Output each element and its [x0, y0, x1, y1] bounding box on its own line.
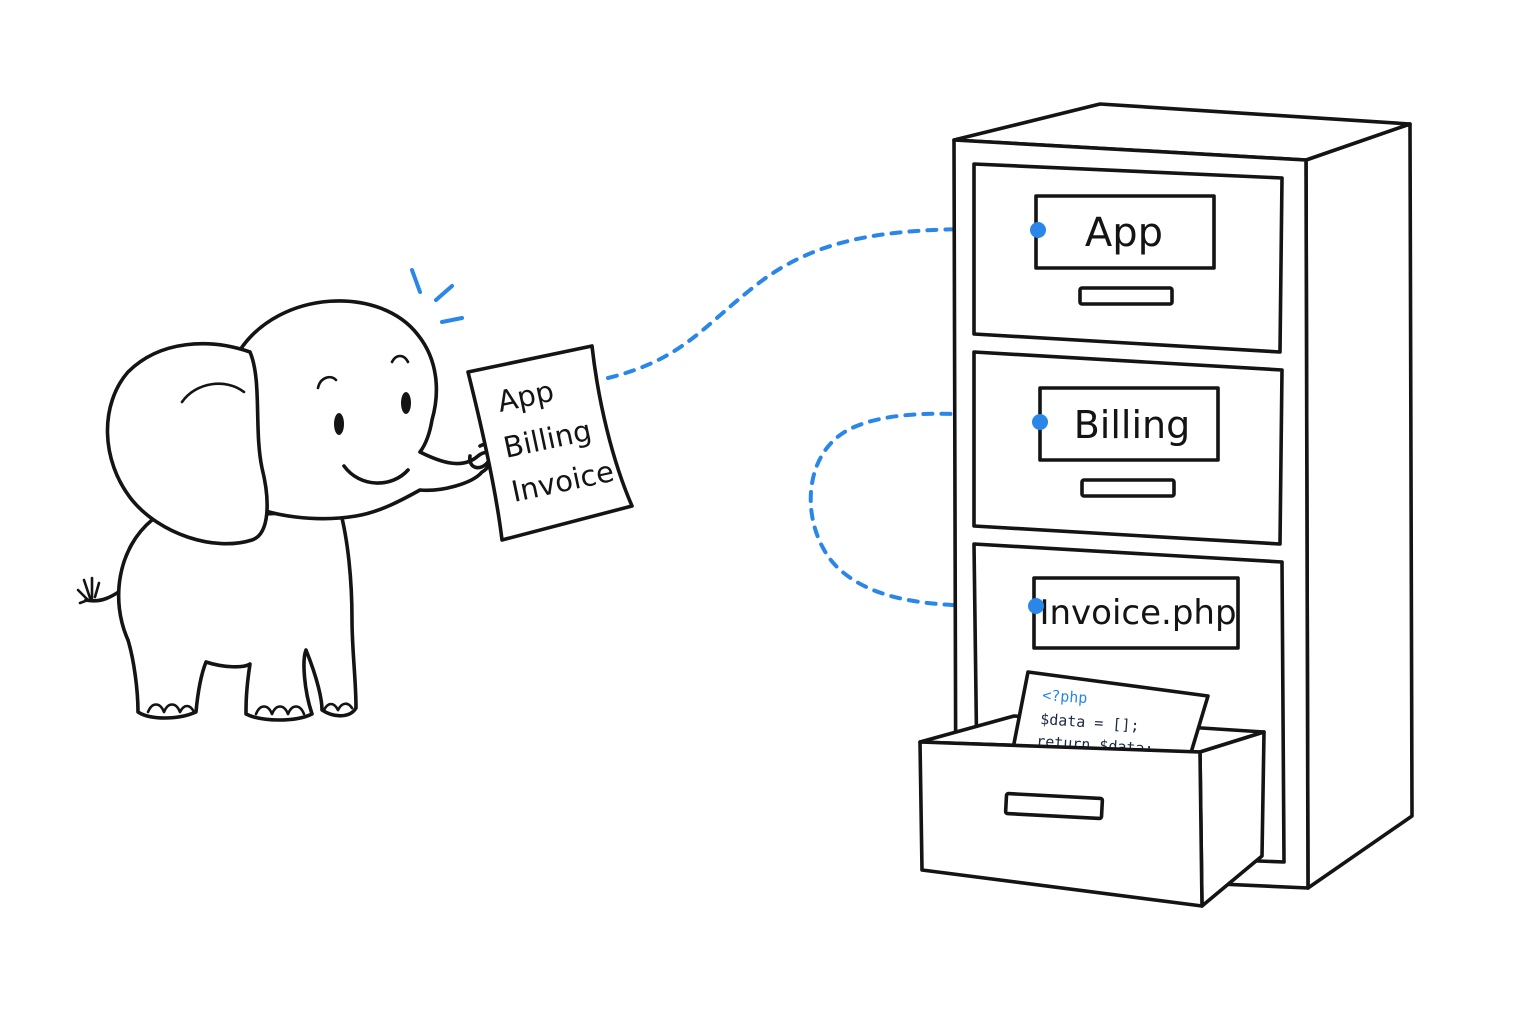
drawer-handle-billing	[1080, 478, 1176, 498]
elephant-body	[116, 508, 358, 722]
cabinet-side	[1304, 122, 1414, 890]
elephant-eye-left	[334, 413, 344, 435]
connector-app-to-billing	[808, 411, 1042, 609]
note-paper	[466, 344, 634, 542]
endpoint-app	[1030, 222, 1046, 238]
namespace-note: App Billing Invoice	[466, 344, 634, 542]
label-plate-invoice	[1032, 576, 1240, 650]
connector-note-to-app	[606, 227, 1040, 380]
drawer-label-invoice: Invoice.php	[1039, 593, 1236, 633]
code-line-1: <?php	[1042, 686, 1088, 707]
label-plate-app	[1034, 194, 1216, 270]
drawer-handle-app	[1078, 286, 1174, 306]
elephant-ear	[105, 342, 269, 546]
drawer-label-billing: Billing	[1074, 403, 1191, 447]
elephant-eye-right	[401, 392, 411, 414]
elephant-illustration	[76, 268, 494, 722]
drawer-label-app: App	[1085, 210, 1163, 256]
filing-cabinet: App Billing Invoice.php <?php $data = []…	[918, 102, 1414, 908]
label-plate-billing	[1038, 386, 1220, 462]
endpoint-invoice	[1028, 598, 1044, 614]
open-drawer-front	[918, 740, 1204, 908]
drawer-handle-invoice	[1003, 791, 1105, 821]
endpoint-billing	[1032, 414, 1048, 430]
